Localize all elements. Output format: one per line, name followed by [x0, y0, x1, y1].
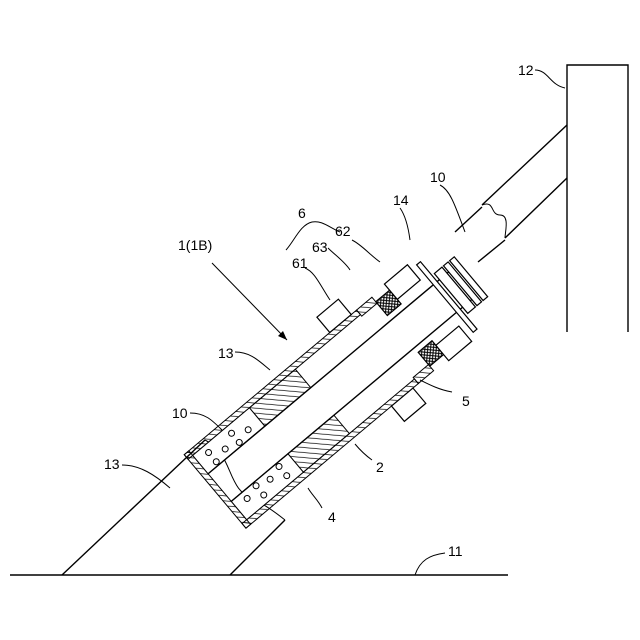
wall-structure [567, 65, 628, 332]
label-10-mid: 10 [172, 405, 188, 421]
label-10-top: 10 [430, 169, 446, 185]
lower-pipe-right-edge [230, 520, 285, 575]
upper-pipe-bottom-edge [505, 178, 567, 238]
label-13-upper: 13 [218, 345, 234, 361]
label-61: 61 [292, 255, 308, 271]
outer-sleeve [171, 225, 514, 544]
label-14: 14 [393, 192, 409, 208]
label-63: 63 [312, 239, 328, 255]
label-1-1b: 1(1B) [178, 237, 212, 253]
label-11: 11 [448, 543, 463, 559]
label-2: 2 [376, 459, 384, 475]
upper-pipe-top-edge [482, 125, 567, 205]
label-6: 6 [298, 205, 306, 221]
upper-pipe-segment-top [455, 207, 482, 232]
label-12: 12 [518, 62, 534, 78]
lower-pipe-left-edge [62, 440, 205, 575]
upper-pipe-segment-bottom [478, 240, 505, 262]
label-13-lower: 13 [104, 456, 120, 472]
upper-pipe-break [482, 204, 506, 238]
label-4: 4 [328, 509, 336, 525]
label-62: 62 [335, 223, 351, 239]
label-5: 5 [462, 393, 470, 409]
